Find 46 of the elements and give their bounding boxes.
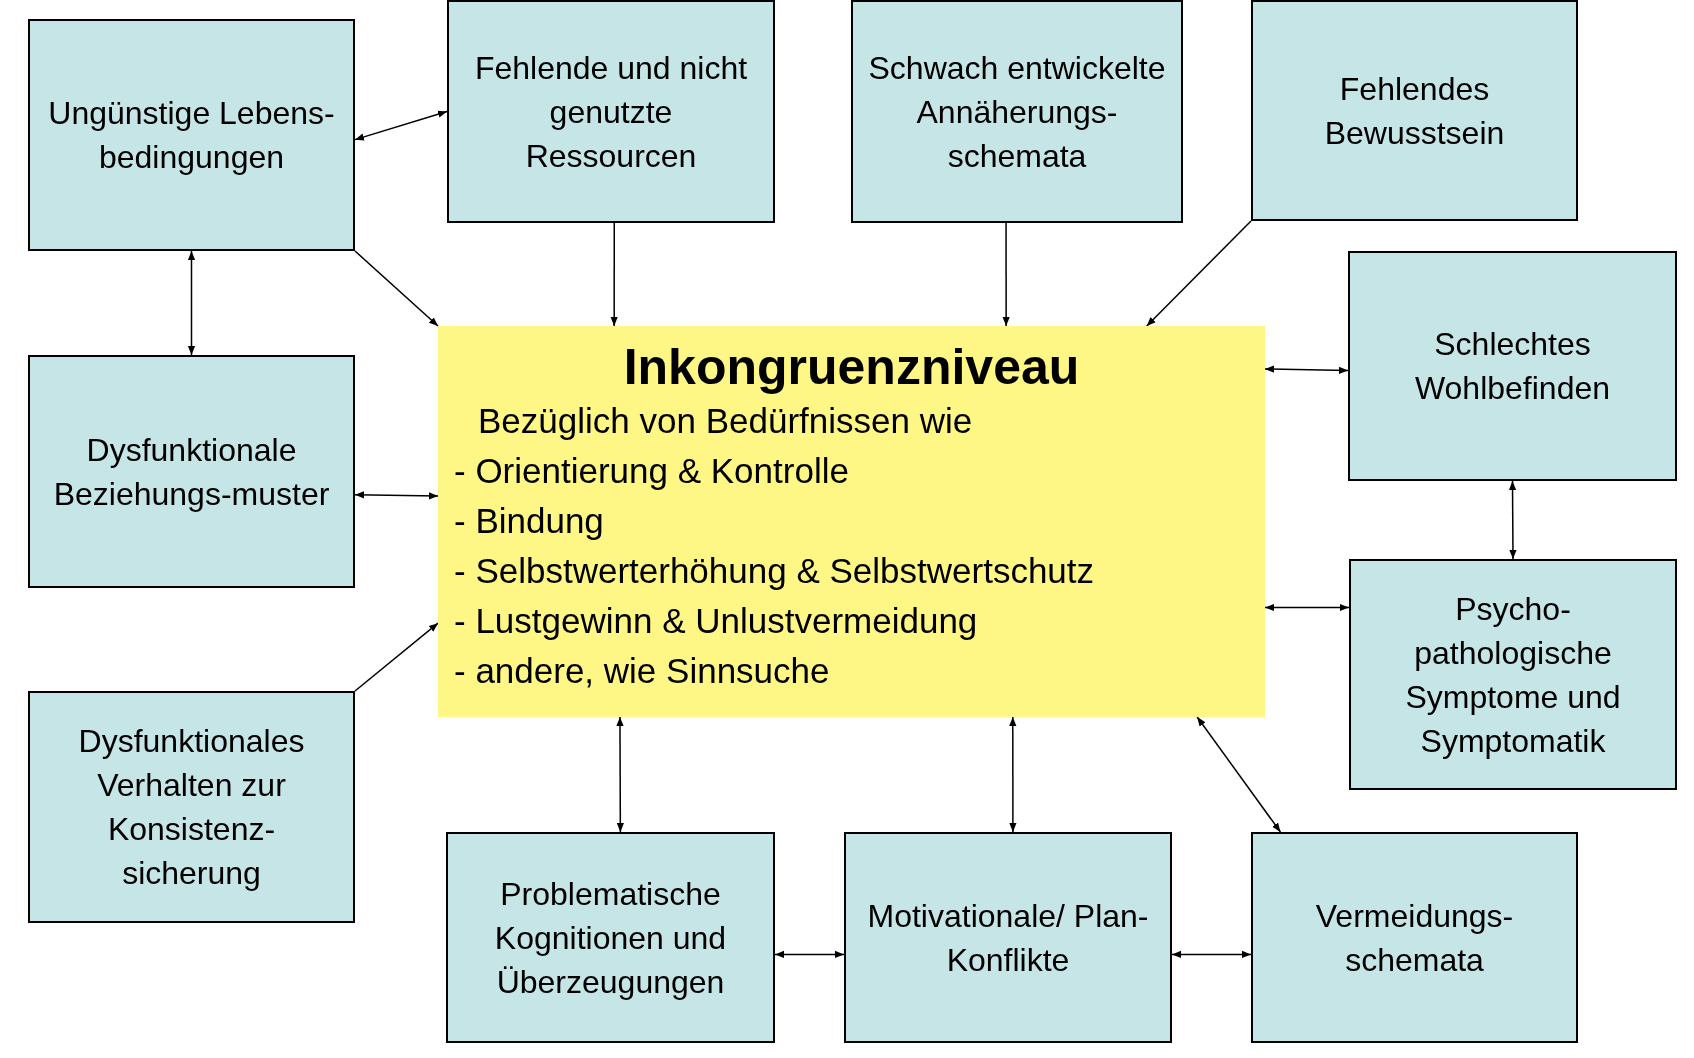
factor-box [28,691,355,923]
factor-box [1251,0,1578,221]
box-label: Dysfunktionales Verhalten zur Konsistenz-sicherung [77,722,306,893]
box-label: Vermeidungs-schemata [1314,896,1515,980]
list-item: - Bindung [454,500,605,542]
arrow [1264,603,1350,612]
arrow [1196,716,1282,833]
list-item: - Lustgewinn & Unlustvermeidung [454,600,979,642]
arrow [1009,716,1017,833]
arrow [354,491,439,500]
box-label: Psycho-pathologische Symptome und Symptomatik [1404,589,1622,761]
factor-box [28,355,355,588]
list-item: - Selbstwerterhöhung & Selbstwertschutz [454,550,1096,592]
box-label: Schwach entwickelte Annäherungs-schemata [867,48,1167,176]
box-label: Motivationale/ Plan-Konflikte [866,896,1150,980]
box-label: Fehlendes Bewusstsein [1323,69,1506,153]
box-label: Fehlende und nicht genutzte Ressourcen [473,48,749,176]
factor-box [446,832,775,1043]
arrow [354,110,448,141]
arrow [187,250,196,356]
factor-box [1251,832,1578,1043]
factor-box [1349,559,1677,790]
center-box [438,326,1265,717]
arrow [1264,365,1349,375]
arrow [354,622,439,692]
box-title: Inkongruenzniveau [623,338,1080,396]
arrow [1508,480,1517,560]
arrow [1002,222,1010,327]
list-item: - andere, wie Sinnsuche [454,650,831,692]
box-label: Schlechtes Wohlbefinden [1413,325,1612,408]
box-label: Dysfunktionale Beziehungs-muster [52,430,331,514]
box-label: Problematische Kognitionen und Überzeugungen [493,874,728,1002]
factor-box [851,0,1183,223]
factor-box [28,19,355,251]
arrow [354,250,439,327]
arrow [774,950,845,958]
list-item: - Orientierung & Kontrolle [454,450,850,492]
factor-box [447,0,775,223]
box-label: Ungünstige Lebens-bedingungen [47,94,336,177]
factor-box [1348,251,1677,481]
arrow [610,222,618,327]
arrow [1171,950,1252,958]
intro-text: Bezüglich von Bedürfnissen wie [477,400,974,442]
factor-box [844,832,1172,1043]
arrow [1146,220,1252,327]
arrow [616,716,624,833]
